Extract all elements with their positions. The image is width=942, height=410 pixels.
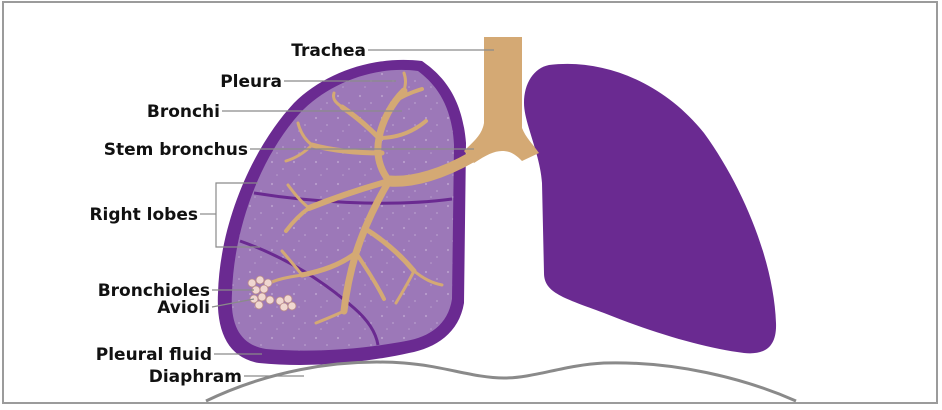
label-pleural-fluid: Pleural fluid bbox=[96, 345, 212, 365]
label-trachea: Trachea bbox=[291, 41, 366, 61]
label-stem-bronchus: Stem bronchus bbox=[104, 140, 248, 160]
right-lung bbox=[524, 64, 776, 353]
label-avioli: Avioli bbox=[157, 298, 210, 318]
label-diaphram: Diaphram bbox=[149, 367, 242, 387]
label-right-lobes: Right lobes bbox=[89, 205, 198, 225]
label-bronchi: Bronchi bbox=[147, 102, 220, 122]
diaphragm bbox=[206, 362, 796, 401]
label-pleura: Pleura bbox=[220, 72, 282, 92]
diagram-frame: Trachea Pleura Bronchi Stem bronchus Rig… bbox=[2, 1, 938, 404]
lungs-diagram: Trachea Pleura Bronchi Stem bronchus Rig… bbox=[4, 3, 940, 406]
